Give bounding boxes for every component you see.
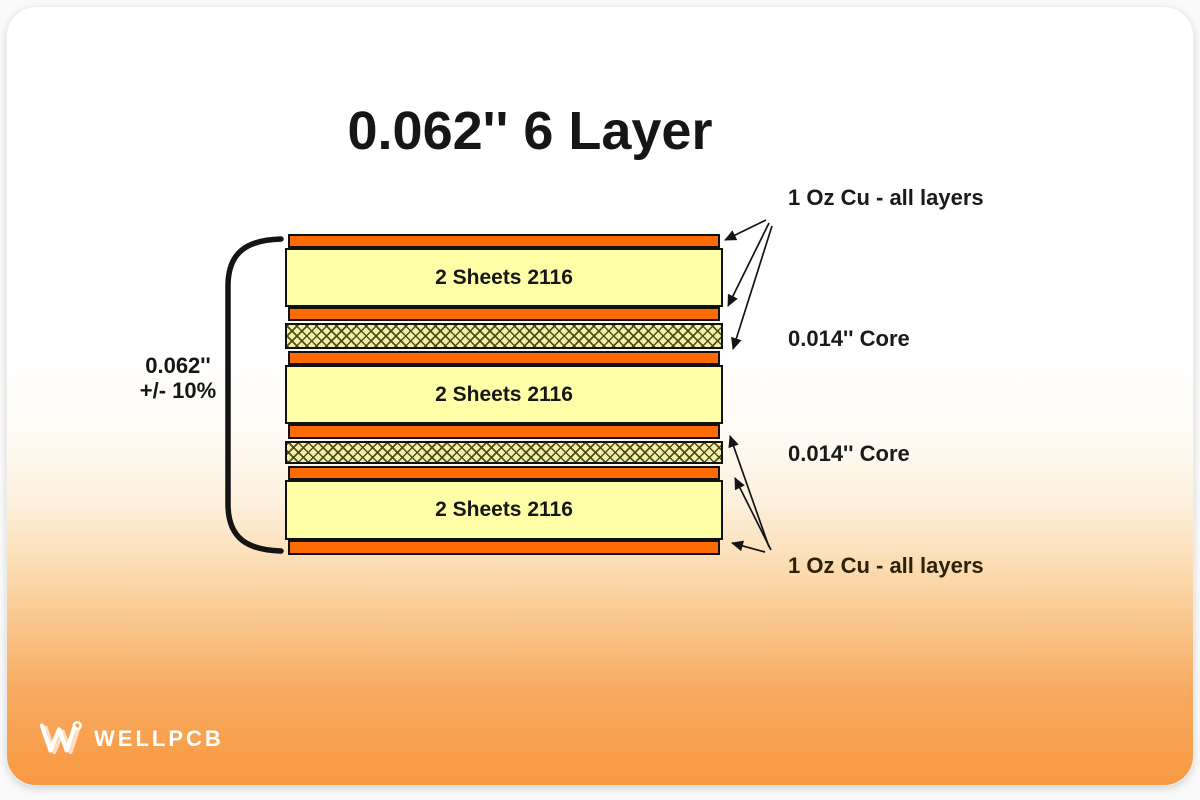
wellpcb-w-icon — [39, 720, 82, 755]
diagram-title: 0.062'' 6 Layer — [347, 101, 713, 161]
annotation-core-bottom: 0.014'' Core — [788, 441, 910, 466]
annotation-core-top: 0.014'' Core — [788, 326, 910, 351]
prepreg-layer-1: 2 Sheets 2116 — [285, 248, 723, 307]
brand-logo: WELLPCB — [38, 718, 224, 760]
thickness-value: 0.062'' — [145, 353, 211, 378]
copper-layer-4 — [288, 424, 720, 439]
overall-thickness-label: 0.062'' +/- 10% — [108, 353, 248, 403]
prepreg-layer-2-label: 2 Sheets 2116 — [435, 382, 573, 406]
copper-layer-5 — [288, 466, 720, 480]
brand-name: WELLPCB — [94, 726, 224, 751]
core-layer-2 — [285, 441, 723, 464]
copper-layer-bottom — [288, 540, 720, 555]
thickness-tolerance: +/- 10% — [139, 378, 217, 403]
prepreg-layer-3: 2 Sheets 2116 — [285, 480, 723, 540]
annotation-copper-top: 1 Oz Cu - all layers — [788, 185, 984, 210]
prepreg-layer-2: 2 Sheets 2116 — [285, 365, 723, 424]
core-layer-1 — [285, 323, 723, 349]
prepreg-layer-1-label: 2 Sheets 2116 — [435, 265, 573, 289]
copper-layer-top — [288, 234, 720, 248]
copper-layer-3 — [288, 351, 720, 365]
prepreg-layer-3-label: 2 Sheets 2116 — [435, 498, 573, 521]
annotation-copper-bottom: 1 Oz Cu - all layers — [788, 553, 984, 578]
copper-layer-2 — [288, 307, 720, 321]
